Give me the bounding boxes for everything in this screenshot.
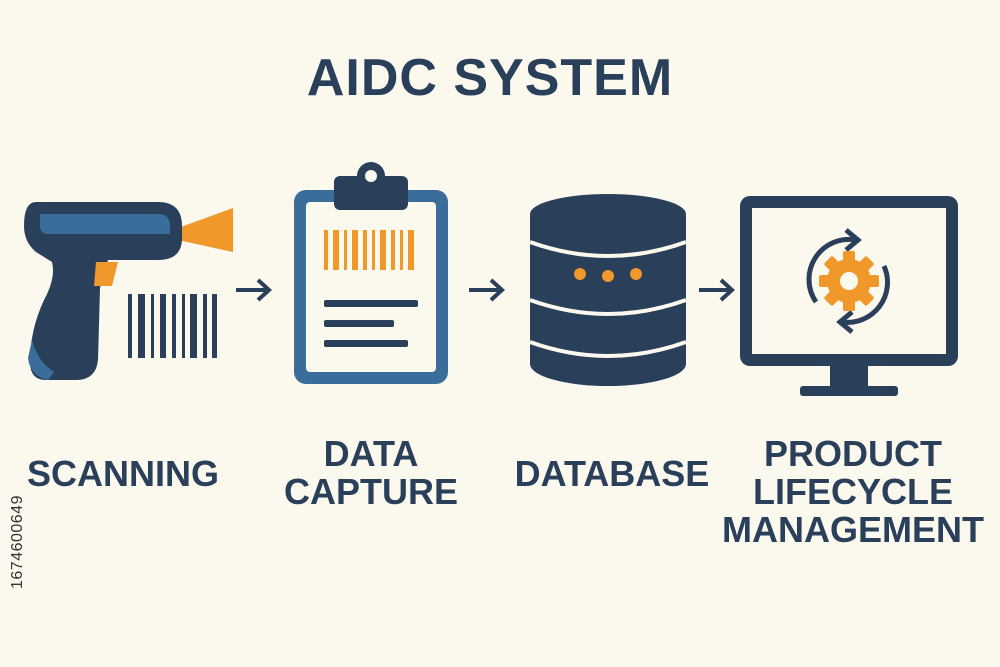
step-label-database: DATABASE (514, 453, 710, 494)
clipboard-barcode-icon (294, 162, 448, 384)
step-label-product-lifecycle-management: PRODUCT LIFECYCLE MANAGEMENT (722, 433, 984, 550)
barcode-scanner-icon (24, 202, 233, 380)
monitor-gear-icon (740, 196, 958, 396)
step-label-scanning: SCANNING (26, 453, 219, 494)
step-label-data-capture: DATA CAPTURE (283, 433, 458, 512)
database-icon (529, 194, 687, 386)
diagram-title: AIDC SYSTEM (306, 49, 674, 107)
arrow-right-icon (699, 278, 735, 302)
arrow-right-icon (236, 278, 272, 302)
arrow-right-icon (469, 278, 505, 302)
